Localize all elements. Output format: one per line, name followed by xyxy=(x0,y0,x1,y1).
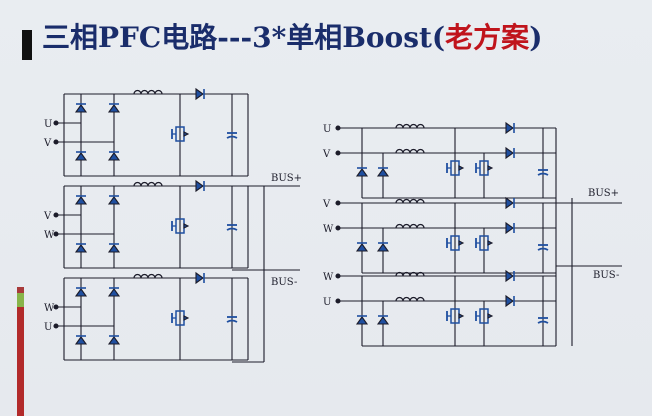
bridge-diode-icon xyxy=(75,335,87,345)
boost-diode-icon xyxy=(505,122,515,134)
input-label: W xyxy=(323,224,334,235)
bridge-diode-icon xyxy=(356,315,368,325)
title-main: 三相PFC电路---3*单相Boost( xyxy=(42,21,446,54)
bridge-diode-icon xyxy=(377,242,389,252)
decorative-stripe xyxy=(17,287,24,416)
boost-diode-icon xyxy=(505,147,515,159)
input-label: U xyxy=(44,322,52,333)
bridge-diode-icon xyxy=(108,287,120,297)
input-label: V xyxy=(322,149,331,160)
bridge-diode-icon xyxy=(75,103,87,113)
bridge-diode-icon xyxy=(356,242,368,252)
boost-diode-icon xyxy=(505,197,515,209)
input-label: V xyxy=(322,199,331,210)
bridge-diode-icon xyxy=(108,151,120,161)
input-label: V xyxy=(43,138,52,149)
right-circuit xyxy=(335,122,622,347)
title-close: ) xyxy=(529,21,543,54)
bridge-diode-icon xyxy=(75,243,87,253)
title-highlight: 老方案 xyxy=(445,21,530,54)
bus-minus-label: BUS- xyxy=(271,277,297,288)
title-bullet xyxy=(22,30,32,60)
bridge-diode-icon xyxy=(377,315,389,325)
boost-diode-icon xyxy=(195,180,205,192)
input-label: W xyxy=(44,230,55,241)
bridge-diode-icon xyxy=(377,167,389,177)
boost-diode-icon xyxy=(505,295,515,307)
bridge-diode-icon xyxy=(108,335,120,345)
input-label: U xyxy=(44,119,52,130)
boost-diode-icon xyxy=(505,222,515,234)
bridge-diode-icon xyxy=(108,243,120,253)
input-label: W xyxy=(44,303,55,314)
bus-minus-label: BUS- xyxy=(593,270,619,281)
slide-title: 三相PFC电路---3*单相Boost(老方案) xyxy=(42,16,542,56)
bridge-diode-icon xyxy=(75,151,87,161)
bridge-diode-icon xyxy=(108,195,120,205)
bridge-diode-icon xyxy=(356,167,368,177)
bridge-diode-icon xyxy=(75,287,87,297)
bridge-diode-icon xyxy=(75,195,87,205)
input-label: U xyxy=(323,124,331,135)
left-circuit xyxy=(53,88,300,363)
bus-plus-label: BUS+ xyxy=(271,173,302,184)
boost-diode-icon xyxy=(195,272,205,284)
bridge-diode-icon xyxy=(108,103,120,113)
boost-diode-icon xyxy=(195,88,205,100)
input-label: V xyxy=(43,211,52,222)
bus-plus-label: BUS+ xyxy=(588,188,619,199)
input-label: U xyxy=(323,297,331,308)
input-label: W xyxy=(323,272,334,283)
